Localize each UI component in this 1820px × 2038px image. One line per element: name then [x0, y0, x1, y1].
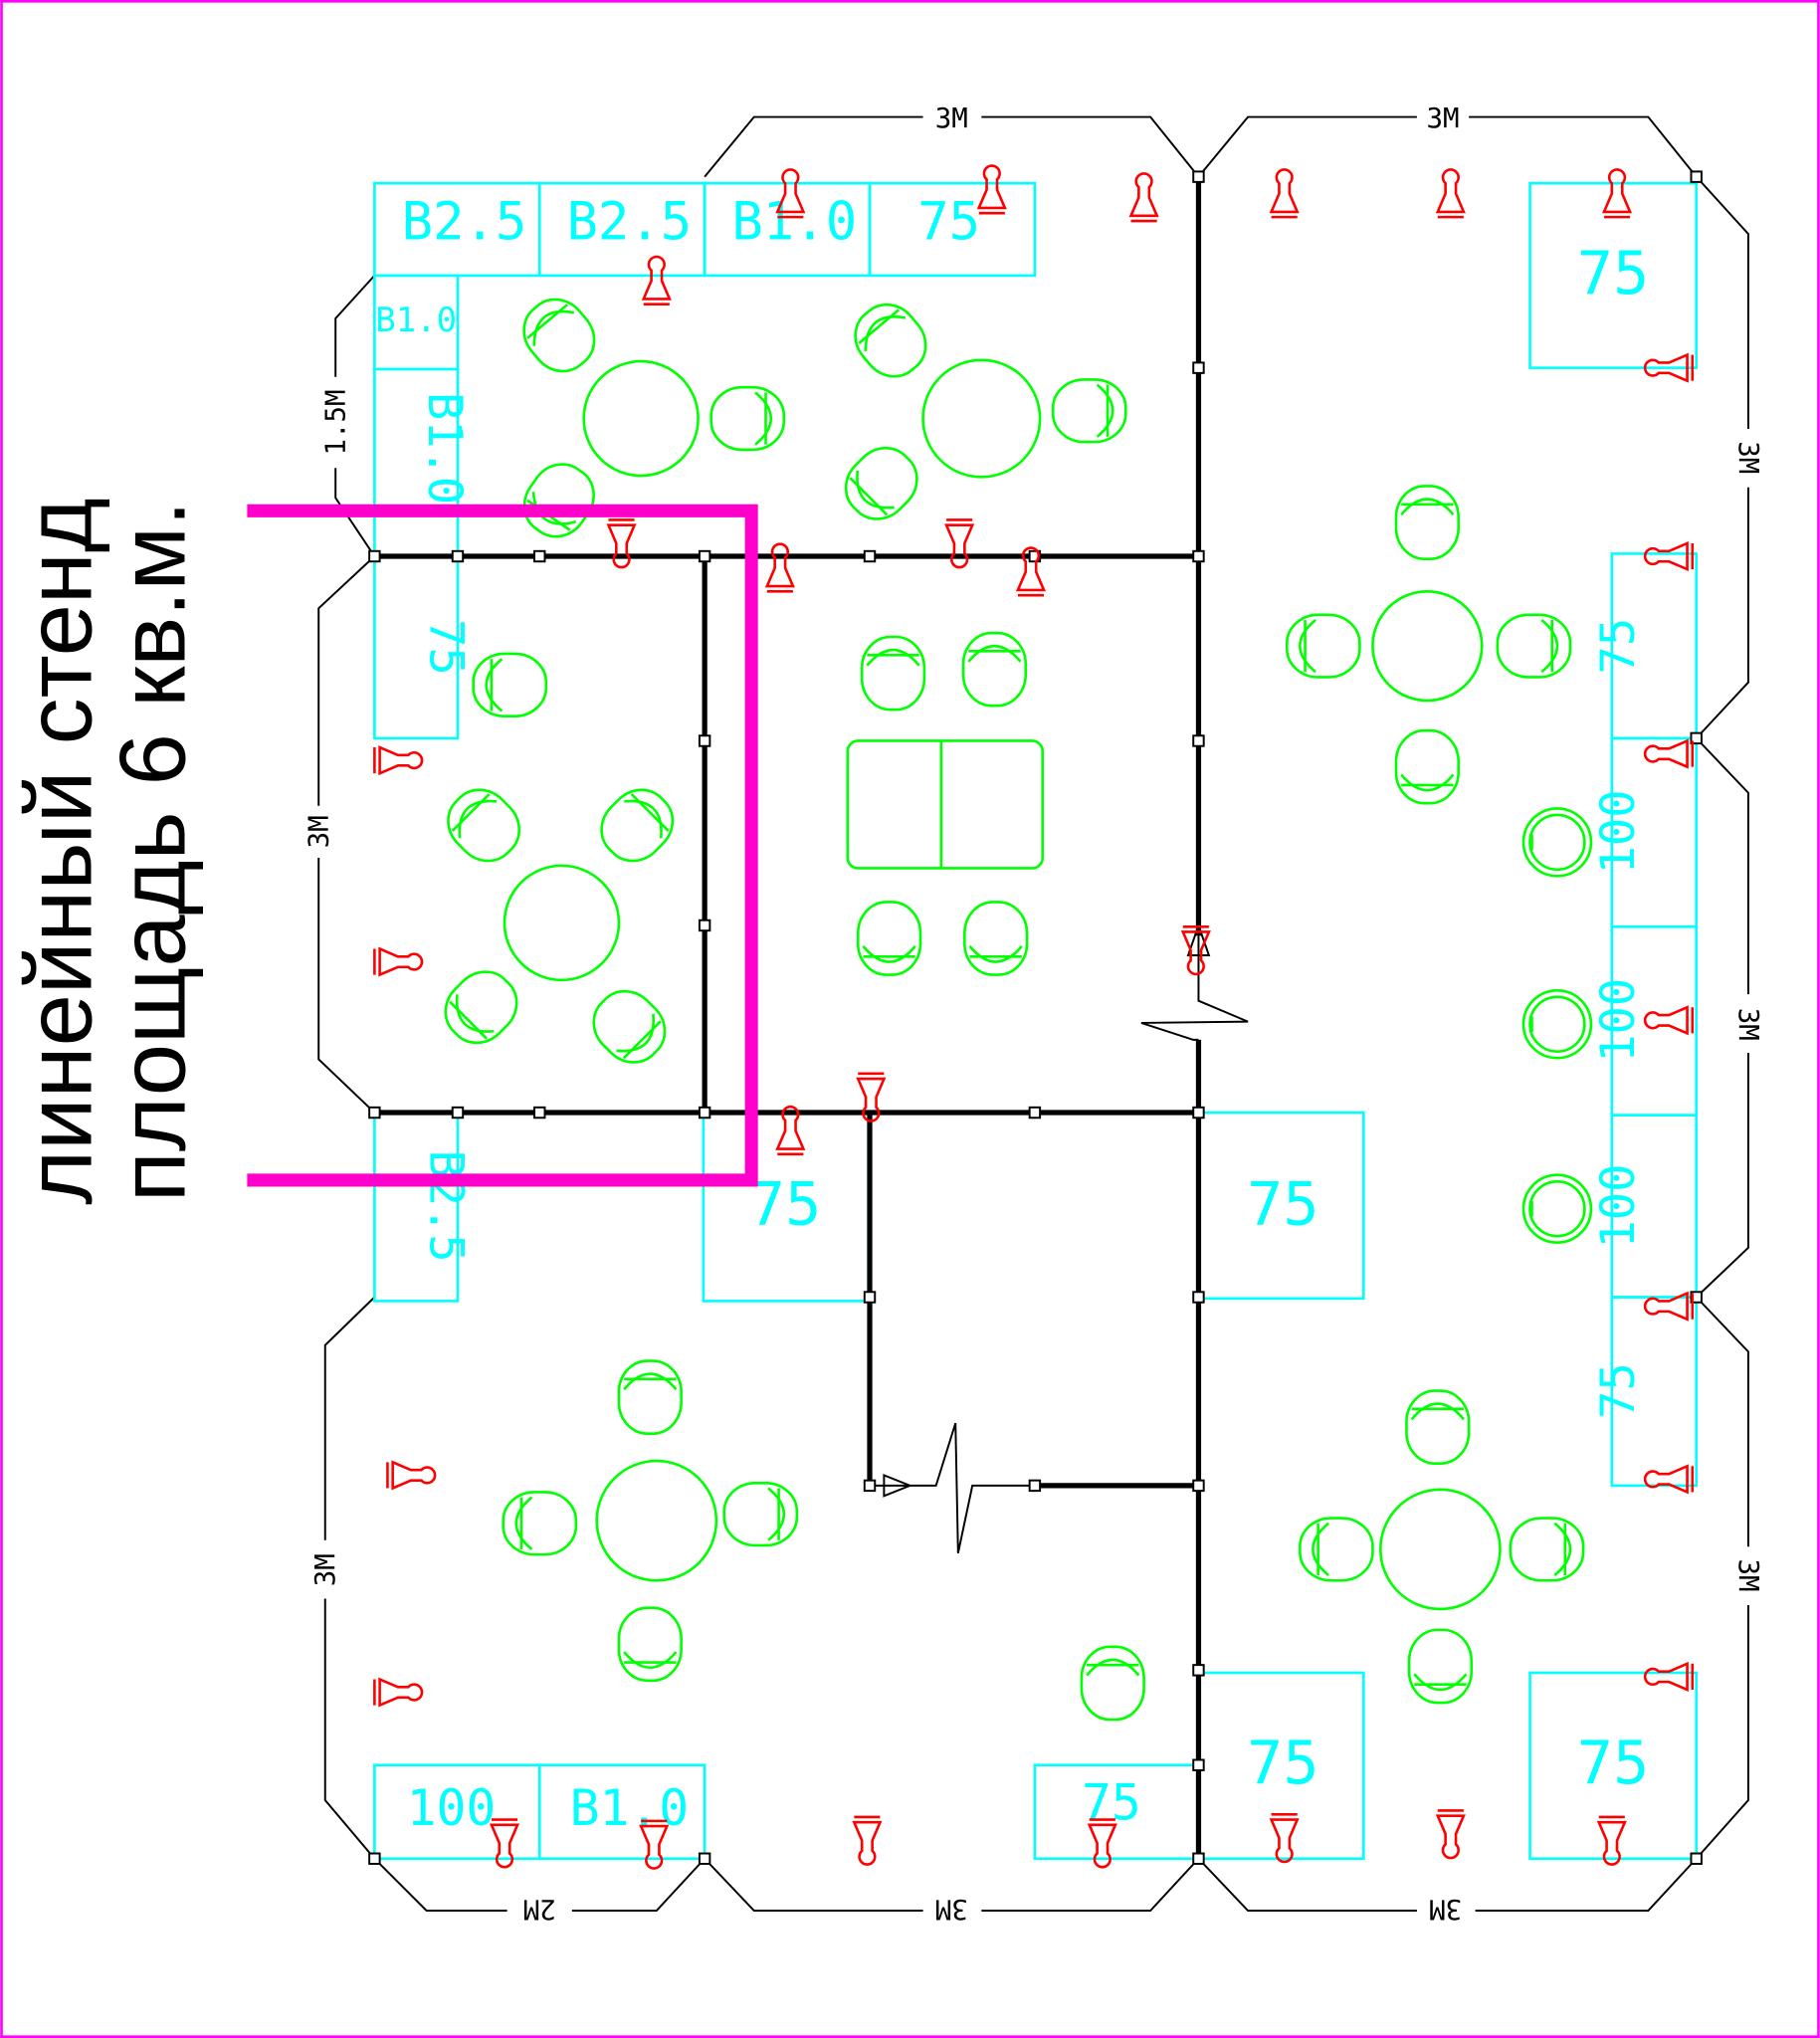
dimension-label: 2M	[523, 1894, 556, 1925]
dimension-label: 3M	[303, 815, 334, 848]
booth-panels	[373, 181, 1699, 1861]
furniture	[432, 286, 1593, 1722]
panel-label: B2.5	[402, 192, 527, 252]
panel-label: 100	[1591, 978, 1646, 1063]
dimension-label: 3M	[935, 1894, 968, 1925]
dimension-label: 3M	[935, 103, 968, 134]
panel-label: 75	[1591, 618, 1646, 675]
dimension-label: 3M	[1732, 1559, 1763, 1592]
linear-stand-highlight	[247, 504, 758, 1187]
break-symbols	[870, 921, 1249, 1554]
panel-label: 75	[1247, 1729, 1318, 1798]
panel-label: B2.5	[419, 1149, 474, 1262]
panel-label: 75	[1247, 1169, 1318, 1239]
panel-label: B1.0	[417, 392, 472, 505]
dimension-label: 3M	[1732, 441, 1763, 474]
caption-line-2: площадь 6 кв.м.	[101, 501, 205, 1202]
panel-label: 75	[749, 1169, 821, 1239]
panel-label: 75	[1591, 1362, 1646, 1419]
panel-label: 100	[1591, 789, 1646, 874]
panel-label: B1.0	[375, 301, 457, 340]
panel-label: 100	[1591, 1164, 1646, 1249]
panel-label: 75	[419, 619, 474, 676]
panel-label: 75	[1082, 1774, 1141, 1832]
dimension-label: 3M	[1427, 103, 1460, 134]
panel-label: B1.0	[731, 192, 857, 252]
dimension-label: 3M	[1429, 1894, 1462, 1925]
caption-line-1: линейный стенд	[7, 498, 111, 1204]
panel-label: B2.5	[566, 192, 692, 252]
panel-label: 75	[917, 192, 980, 252]
walls	[374, 176, 1202, 1859]
dimension-label: 3M	[1732, 1008, 1763, 1041]
panel-label: 75	[1577, 1729, 1649, 1798]
panel-label: 75	[1577, 239, 1649, 308]
dimension-label: 1.5M	[320, 389, 351, 455]
panel-label: 100	[407, 1779, 497, 1837]
lamp-fixtures	[373, 164, 1695, 1870]
panel-label: B1.0	[570, 1779, 690, 1837]
dimension-label: 3M	[310, 1553, 341, 1586]
wall-nodes	[368, 170, 1703, 1865]
dimension-lines	[317, 115, 1749, 1912]
